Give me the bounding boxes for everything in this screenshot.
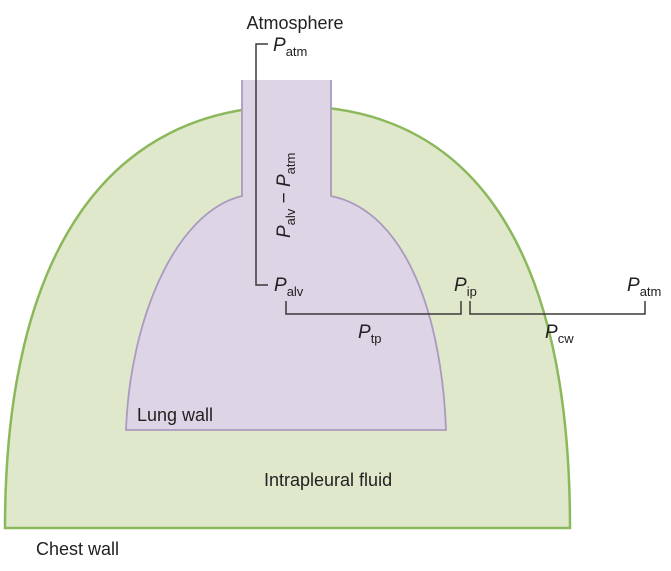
- p-atm-top-label: Patm: [273, 35, 307, 59]
- airway-pressure-bracket: [255, 43, 268, 286]
- chest-wall-bracket: [469, 301, 646, 315]
- p-atm-right-label: Patm: [627, 275, 661, 299]
- lung-shape: [125, 80, 447, 431]
- intrapleural-fluid-label: Intrapleural fluid: [264, 470, 392, 490]
- p-cw-label: Pcw: [545, 322, 574, 346]
- p-ip-label: Pip: [454, 275, 477, 299]
- chest-wall-label: Chest wall: [36, 539, 119, 559]
- atmosphere-label: Atmosphere: [246, 13, 343, 33]
- p-alv-minus-p-atm-label: Palv − Patm: [274, 153, 298, 238]
- p-tp-label: Ptp: [358, 322, 382, 346]
- lung-wall-label: Lung wall: [137, 405, 213, 425]
- transpulmonary-bracket: [285, 301, 462, 315]
- p-alv-label: Palv: [274, 275, 304, 299]
